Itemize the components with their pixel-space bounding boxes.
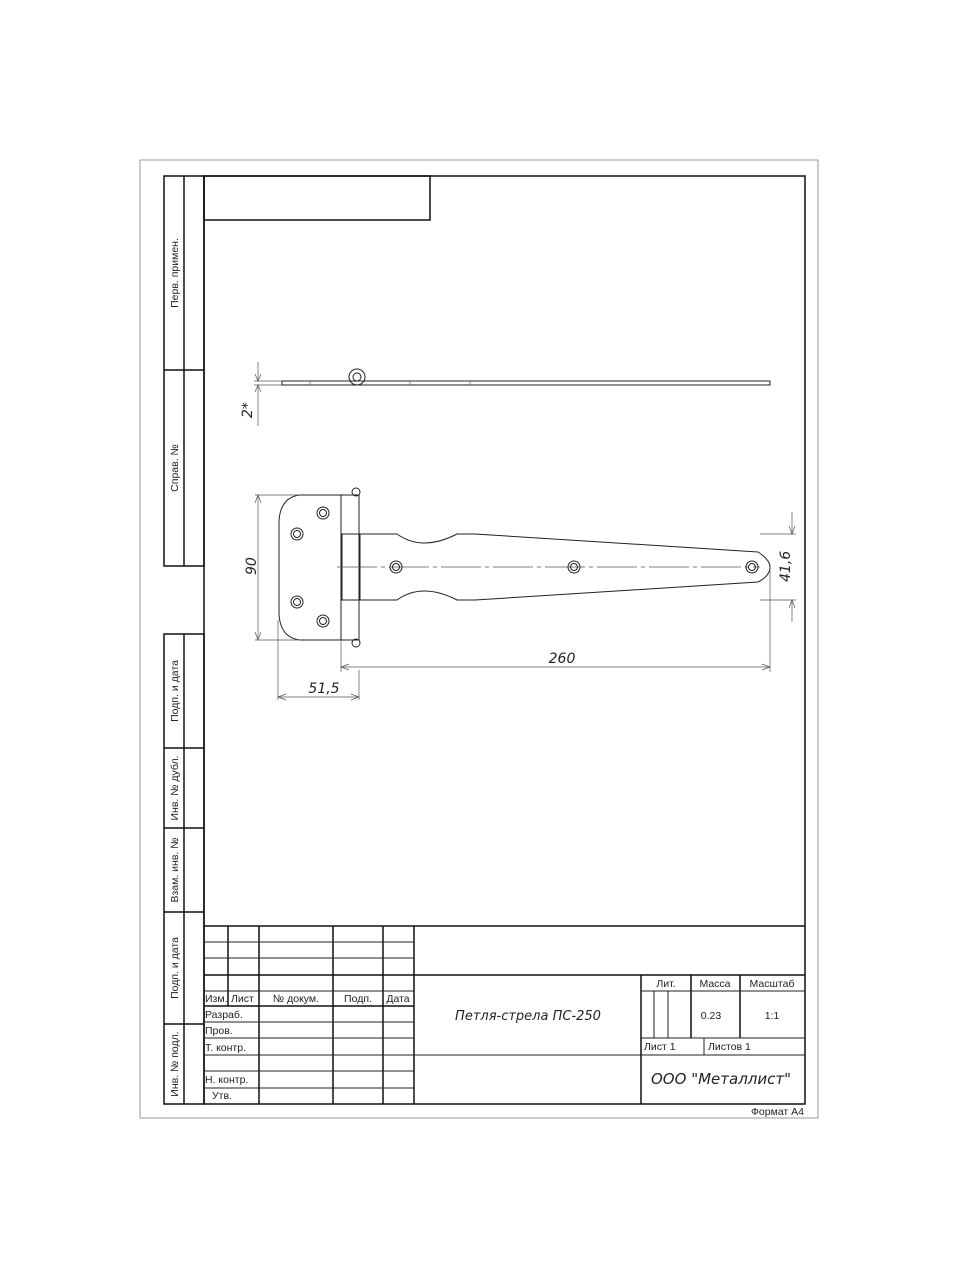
- left-stamp-strip: Перв. примен. Справ. № Подп. и дата Инв.…: [163, 175, 205, 1105]
- stamp-label: Подп. и дата: [169, 660, 181, 722]
- format-label: Формат А4: [751, 1106, 804, 1118]
- top-left-box: [203, 175, 431, 221]
- stamp-label: Взам. инв. №: [169, 837, 181, 902]
- company-name: ООО "Металлист": [651, 1070, 791, 1088]
- dim-length: 260: [549, 651, 576, 667]
- header-sign: Подп.: [344, 993, 372, 1005]
- sheet-count: Листов 1: [708, 1041, 751, 1053]
- scale-value: 1:1: [765, 1010, 780, 1022]
- mass-value: 0.23: [701, 1010, 722, 1022]
- hinge-top-view: 90 41,6 260 51,5: [244, 487, 796, 701]
- title-block: Изм. Лист № докум. Подп. Дата Разраб. Пр…: [204, 925, 805, 1118]
- dim-leaf: 51,5: [308, 681, 339, 697]
- stamp-label: Справ. №: [169, 444, 181, 492]
- sheet-border: [139, 159, 819, 1119]
- role-label: Пров.: [205, 1025, 233, 1037]
- hinge-side-view: 2*: [240, 362, 771, 426]
- stamp-label: Инв. № дубл.: [169, 755, 181, 820]
- role-label: Т. контр.: [205, 1042, 246, 1054]
- role-label: Н. контр.: [205, 1074, 248, 1086]
- dim-thickness: 2*: [240, 402, 256, 418]
- header-date: Дата: [386, 993, 409, 1005]
- mass-label: Масса: [699, 978, 730, 990]
- stamp-label: Подп. и дата: [169, 937, 181, 999]
- lit-label: Лит.: [656, 978, 675, 990]
- scale-label: Масштаб: [750, 978, 795, 990]
- role-label: Разраб.: [205, 1009, 243, 1021]
- sheet-number: Лист 1: [644, 1041, 676, 1053]
- header-izm: Изм.: [205, 993, 228, 1005]
- header-doc: № докум.: [273, 993, 319, 1005]
- drawing-title: Петля-стрела ПС-250: [455, 1009, 601, 1024]
- dim-height: 90: [244, 557, 260, 575]
- stamp-label: Инв. № подл.: [169, 1031, 181, 1096]
- role-label: Утв.: [212, 1090, 232, 1102]
- header-list: Лист: [231, 993, 254, 1005]
- stamp-label: Перв. примен.: [169, 238, 181, 308]
- dim-width: 41,6: [778, 551, 794, 582]
